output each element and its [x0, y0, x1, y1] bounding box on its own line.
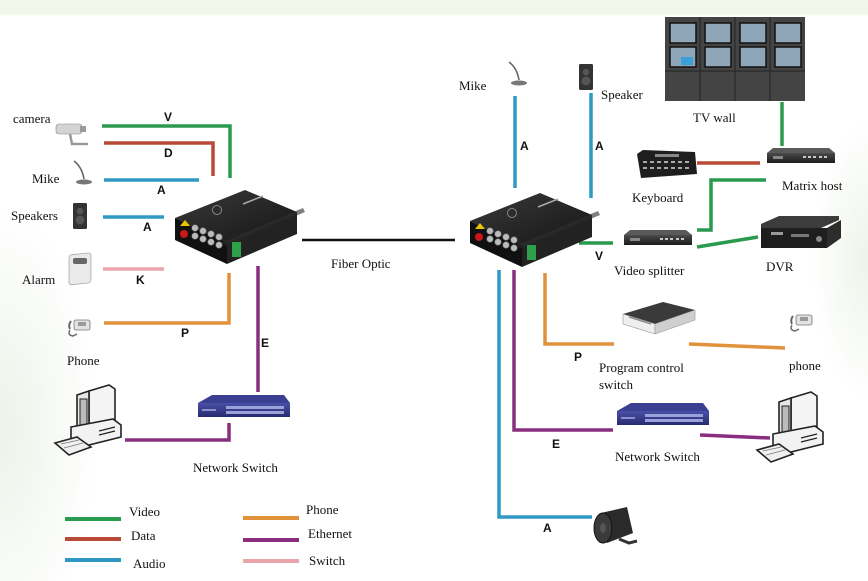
matrix-host-label: Matrix host — [782, 178, 843, 193]
alarm-label: Alarm — [22, 272, 56, 287]
legend-label-switch: Switch — [309, 553, 346, 568]
fiber-converter-icon — [469, 192, 601, 268]
speaker-icon — [579, 64, 593, 90]
wire-phone-left — [104, 273, 231, 325]
legend-label-audio: Audio — [133, 556, 166, 571]
line-code-audio: A — [143, 220, 152, 234]
camera-icon — [55, 123, 88, 146]
tv-wall-label: TV wall — [693, 110, 736, 125]
video-splitter-label: Video splitter — [614, 263, 685, 278]
line-code-video: V — [164, 110, 173, 124]
keyboard-label: Keyboard — [632, 190, 684, 205]
network-switch-icon — [198, 395, 290, 417]
fiber-converter-icon — [174, 189, 306, 265]
horn-speaker-icon — [593, 507, 638, 545]
wire-video-splitter-dvr — [696, 235, 759, 249]
legend-swatch-data — [65, 537, 121, 541]
tv-wall-icon — [665, 17, 805, 101]
computer-icon — [756, 391, 824, 463]
line-code-ethernet: E — [552, 437, 561, 451]
line-code-audio: A — [157, 183, 166, 197]
camera-label: camera — [13, 111, 51, 126]
phone-label: phone — [789, 358, 821, 373]
matrix-host-icon — [767, 148, 835, 163]
line-code-audio: A — [520, 139, 529, 153]
line-code-phone: P — [574, 350, 583, 364]
program-control-switch-icon — [622, 302, 696, 335]
legend-swatch-ethernet — [243, 538, 299, 542]
alarm-icon — [68, 252, 92, 286]
dvr-label: DVR — [766, 259, 794, 274]
legend-label-data: Data — [131, 528, 156, 543]
speaker-icon — [73, 203, 87, 229]
legend-swatch-phone — [243, 516, 299, 520]
speaker-label: Speaker — [601, 87, 643, 102]
phone-icon — [790, 314, 813, 332]
phone-label: Phone — [67, 353, 100, 368]
line-code-video: V — [595, 249, 604, 263]
keyboard-icon — [637, 150, 697, 178]
wire-ethernet-left-pc — [125, 423, 231, 442]
legend-swatch-audio — [65, 558, 121, 562]
program-control-switch-label: Program control — [599, 360, 684, 375]
network-switch-icon — [617, 403, 709, 425]
program-control-switch-label-2: switch — [599, 377, 633, 392]
wire-ethernet-right-pc — [699, 433, 771, 440]
network-switch-label: Network Switch — [193, 460, 278, 475]
wire-video-splitter-matrix — [697, 178, 766, 232]
line-code-switch: K — [136, 273, 145, 287]
line-code-data: D — [164, 146, 173, 160]
phone-icon — [68, 319, 91, 337]
wire-video-left — [102, 124, 232, 178]
wire-phone-right-phone — [688, 342, 786, 350]
wire-audio-horn — [497, 270, 592, 519]
wire-ethernet-right — [512, 270, 613, 432]
legend-swatch-switch — [243, 559, 299, 563]
legend-label-phone: Phone — [306, 502, 339, 517]
line-code-audio: A — [595, 139, 604, 153]
microphone-icon — [73, 160, 93, 186]
network-switch-label: Network Switch — [615, 449, 700, 464]
dvr-icon — [761, 216, 841, 248]
legend-label-video: Video — [129, 504, 160, 519]
line-code-phone: P — [181, 326, 190, 340]
wire-data-left — [104, 141, 215, 176]
mike-label: Mike — [32, 171, 60, 186]
fiber-optic-label: Fiber Optic — [331, 256, 391, 271]
speakers-label: Speakers — [11, 208, 58, 223]
legend-label-ethernet: Ethernet — [308, 526, 353, 541]
legend-swatch-video — [65, 517, 121, 521]
microphone-icon — [508, 61, 528, 87]
mike-label: Mike — [459, 78, 487, 93]
line-code-ethernet: E — [261, 336, 270, 350]
line-code-audio: A — [543, 521, 552, 535]
computer-icon — [54, 384, 122, 456]
wire-phone-right — [543, 273, 614, 346]
video-splitter-icon — [624, 230, 692, 245]
